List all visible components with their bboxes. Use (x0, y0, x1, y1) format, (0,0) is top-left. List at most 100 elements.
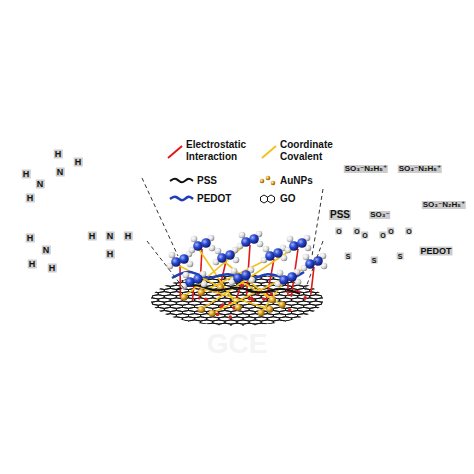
graphene-hexagon (146, 329, 158, 333)
legend-wave (170, 197, 193, 201)
graphene-hexagon (134, 298, 146, 302)
graphene-hexagon (146, 323, 158, 327)
graphene-hexagon (140, 307, 152, 311)
structure-bond (383, 250, 392, 254)
atom-label: H (54, 150, 63, 159)
graphene-hexagon (328, 329, 340, 333)
graphene-hexagon (158, 329, 170, 333)
graphene-hexagon (328, 298, 340, 302)
nitrogen-atom (193, 274, 203, 284)
graphene-hexagon (134, 323, 146, 327)
graphene-hexagon (334, 276, 346, 280)
nitrogen-atom (241, 270, 251, 280)
graphene-hexagon (328, 266, 340, 270)
graphene-hexagon (279, 329, 291, 333)
nitrogen-atom (273, 248, 283, 258)
graphene-hexagon (207, 323, 219, 327)
graphene-hexagon (152, 270, 164, 274)
graphene-hexagon (182, 329, 194, 333)
zoom-line (147, 241, 185, 290)
hydrazine-molecule (275, 269, 302, 288)
graphene-hexagon (176, 326, 188, 330)
chemical-label: SO₃⁻N₂H₅⁺ (398, 165, 442, 173)
atom-label: N (56, 168, 65, 177)
graphene-hexagon (231, 323, 243, 327)
graphene-hexagon (195, 323, 207, 327)
atom-label: H (28, 260, 37, 269)
graphene-hexagon (328, 273, 340, 277)
gold-nanoparticle (258, 309, 265, 316)
zoom-line (142, 178, 178, 256)
hydrogen-atom (277, 270, 284, 277)
oxygen-groups (204, 283, 307, 318)
oxygen-atom (288, 308, 292, 312)
nitrogen-atom (179, 254, 189, 264)
graphene-hexagon (146, 266, 158, 270)
graphene-hexagon (140, 282, 152, 286)
graphene-hexagon (328, 323, 340, 327)
graphene-hexagon (322, 320, 334, 324)
graphene-hexagon (322, 282, 334, 286)
graphene-hexagon (279, 323, 291, 327)
graphene-hexagon (273, 326, 285, 330)
hydrazine-molecule (261, 245, 288, 264)
hydrazine-molecule (301, 253, 328, 272)
chemical-label: O (361, 232, 368, 239)
hydrogen-atom (183, 272, 190, 279)
graphene-hexagon (298, 320, 310, 324)
hydrazine-molecule (189, 235, 216, 254)
graphene-hexagon (310, 276, 322, 280)
graphene-hexagon (176, 320, 188, 324)
gold-nanoparticle (101, 201, 119, 219)
graphene-hexagon (140, 301, 152, 305)
graphene-hexagon (334, 326, 346, 330)
graphene-hexagon (292, 329, 304, 333)
graphene-hexagon (134, 273, 146, 277)
graphene-hexagon (322, 326, 334, 330)
hydrogen-atom (215, 248, 222, 255)
coordinate-line (201, 248, 294, 309)
oxygen-atom (221, 303, 225, 307)
graphene-hexagon (146, 317, 158, 321)
gold-nanoparticle (59, 193, 77, 211)
graphene-hexagon (255, 323, 267, 327)
graphene-hexagon (322, 288, 334, 292)
graphene-hexagon (316, 329, 328, 333)
atom-label: H (124, 232, 133, 241)
legend-line (168, 146, 182, 158)
graphene-hexagon (152, 282, 164, 286)
hydrogen-atom (303, 254, 310, 261)
atom-label: H (106, 250, 115, 259)
electrostatic-line (179, 265, 181, 298)
chemical-label: S (397, 253, 404, 260)
hydrazine-molecule (181, 271, 208, 290)
electrostatic-line (192, 285, 194, 301)
graphene-hexagon (134, 311, 146, 315)
graphene-hexagon (310, 320, 322, 324)
graphene-hexagon (334, 282, 346, 286)
atom-label: H (22, 170, 31, 179)
atom-label: N (106, 232, 115, 241)
graphene-hexagon (322, 307, 334, 311)
gold-nanoparticle (198, 289, 205, 296)
chemical-label: SO₃⁻ (369, 211, 390, 219)
lens-circle (319, 140, 469, 290)
graphene-hexagon (310, 314, 322, 318)
structure-bond (379, 191, 389, 203)
graphene-hexagon (134, 266, 146, 270)
molecular-assembly (167, 231, 328, 317)
legend-label: Electrostatic Interaction (186, 139, 260, 163)
graphene-hexagon (189, 326, 201, 330)
graphene-hexagon (189, 320, 201, 324)
legend-line (262, 146, 276, 158)
graphene-hexagon (292, 317, 304, 321)
gold-nanoparticle (209, 310, 216, 317)
graphene-hexagon (267, 323, 279, 327)
atom-label: N (36, 180, 45, 189)
atom-label: H (26, 234, 35, 243)
graphene-hexagon (267, 266, 279, 270)
graphene-hexagon (182, 323, 194, 327)
electrode-surface (149, 274, 325, 326)
nitrogen-atom (225, 250, 235, 260)
lens-circle (3, 141, 151, 289)
